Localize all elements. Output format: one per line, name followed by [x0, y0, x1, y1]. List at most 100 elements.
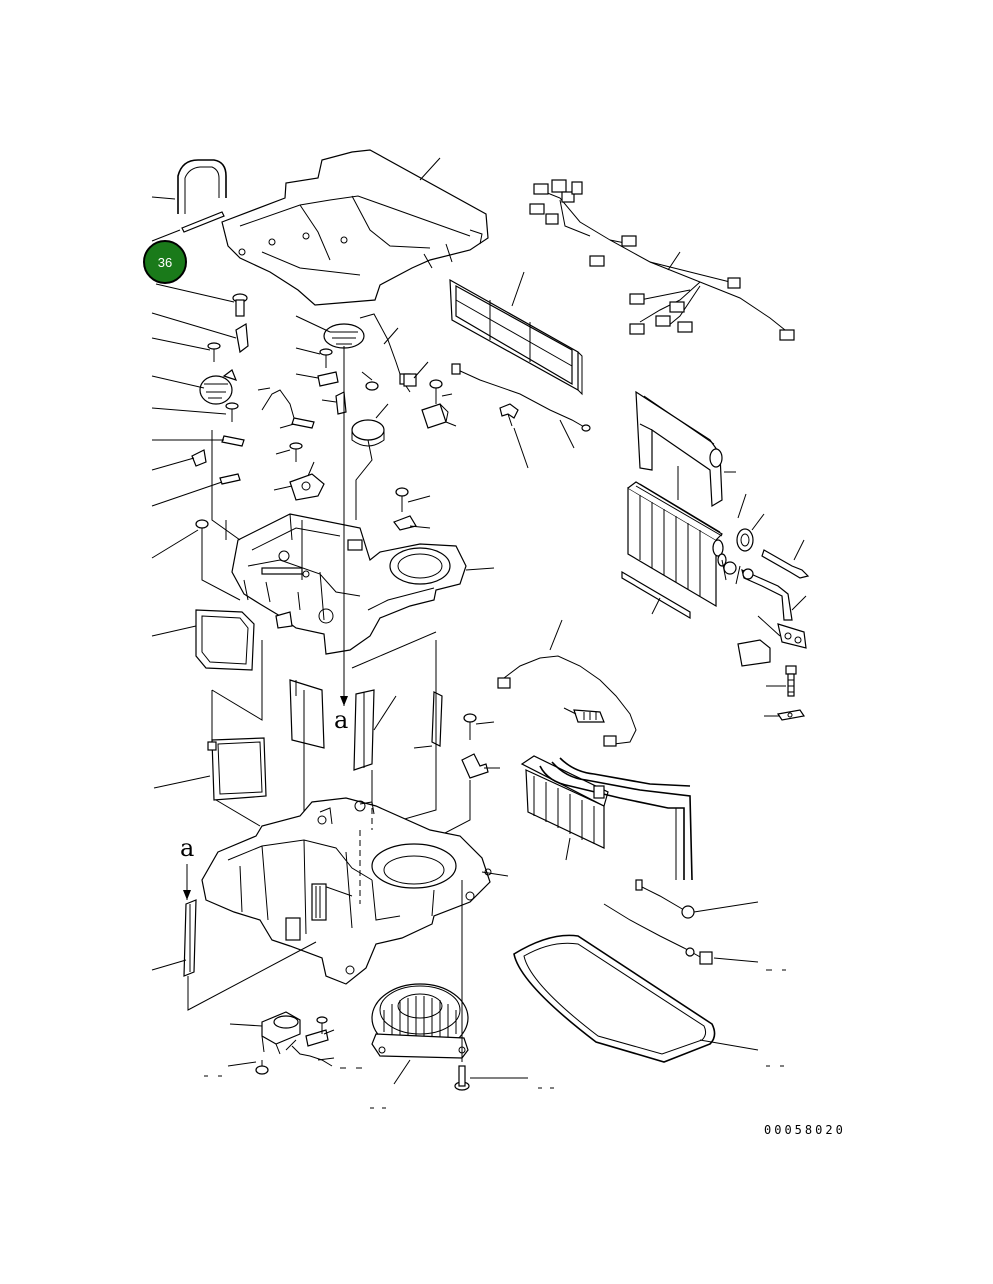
leader-line — [793, 539, 805, 561]
clip-2 — [219, 473, 241, 485]
leader-line — [721, 559, 727, 581]
leader-line — [713, 957, 759, 963]
callout-badge-circle — [143, 240, 187, 284]
leader-line — [151, 407, 227, 415]
sensor-cable — [451, 363, 591, 432]
leader-line — [513, 427, 529, 469]
leader-line — [549, 619, 563, 651]
leader-line — [651, 597, 661, 615]
leader-line — [511, 271, 525, 307]
leader-line — [227, 1061, 257, 1067]
leader-line — [151, 625, 197, 637]
leader-line — [373, 695, 397, 731]
leader-line — [565, 837, 571, 861]
leader-line — [151, 481, 223, 507]
leader-line — [275, 449, 291, 455]
servo-motor-mid — [289, 473, 325, 501]
drawing-code: 00058020 — [764, 1123, 846, 1137]
leader-line — [445, 421, 457, 427]
leader-line — [323, 1029, 335, 1035]
leader-line — [321, 399, 337, 403]
leader-line — [475, 721, 495, 725]
connector-1 — [403, 373, 417, 387]
screw-1 — [232, 293, 248, 317]
harness-lower — [285, 1039, 333, 1067]
evaporator-frame — [635, 390, 723, 508]
link-rod — [221, 435, 245, 447]
leader-line — [155, 283, 235, 303]
callout-badge-36[interactable]: 36 — [143, 240, 187, 284]
wire-clip — [261, 389, 315, 429]
rivet-6 — [289, 442, 303, 462]
leader-line — [393, 1059, 411, 1085]
u-bracket — [177, 159, 227, 233]
leader-line — [735, 565, 741, 585]
actuator-disc-left — [199, 369, 238, 405]
callout-badge-label: 36 — [158, 255, 172, 270]
reference-letter-a-top: a — [334, 706, 348, 734]
assembly-line — [187, 941, 317, 1011]
upper-case-cover — [221, 149, 489, 306]
bracket-mid — [461, 753, 489, 779]
leader-line — [413, 745, 433, 749]
rivet-5 — [429, 379, 443, 404]
leader-line — [279, 423, 295, 429]
leader-line — [757, 615, 781, 637]
leader-line — [295, 315, 331, 333]
leader-line — [151, 229, 181, 242]
upper-housing — [231, 513, 467, 655]
leader-line — [151, 529, 199, 559]
leader-line — [153, 775, 211, 789]
door-seal — [195, 609, 255, 671]
rivet-2 — [225, 402, 239, 422]
gasket — [513, 934, 716, 1063]
leader-line — [361, 371, 373, 381]
wiring-harness — [529, 179, 795, 341]
rivet-3 — [195, 519, 241, 601]
leader-line — [693, 901, 759, 913]
leader-line — [375, 403, 389, 419]
leader-line — [295, 373, 319, 379]
leader-line — [151, 337, 211, 351]
damper-door-3 — [431, 691, 443, 747]
damper-door-lower — [183, 899, 197, 977]
sensor-cable-lower — [603, 903, 713, 965]
servo-motor-upper — [351, 419, 385, 520]
leader-line — [151, 196, 176, 200]
rivet-1 — [207, 342, 221, 362]
leader-line — [563, 707, 577, 715]
bolt-right — [785, 665, 797, 697]
lever-1 — [235, 322, 249, 354]
leader-line — [699, 1039, 759, 1051]
leader-line — [273, 485, 293, 491]
leader-line — [317, 1057, 335, 1061]
actuator-box — [421, 403, 449, 429]
damper-door-1 — [289, 679, 325, 749]
damper-door-2 — [353, 689, 375, 771]
leader-line — [441, 393, 453, 397]
bolt-lower-right — [454, 1065, 470, 1091]
leader-line — [295, 347, 321, 355]
leader-line — [151, 959, 187, 971]
thermistor-lower — [635, 879, 695, 919]
reference-letter-a-bottom: a — [180, 834, 194, 862]
sealing-strip — [621, 570, 691, 620]
reference-arrow-head-top — [340, 696, 348, 706]
servo-motor-lower — [261, 1011, 301, 1055]
leader-line — [737, 493, 747, 519]
rivet-4 — [319, 348, 333, 368]
grommet-1 — [365, 381, 379, 391]
leader-line — [481, 871, 509, 877]
control-cable — [359, 313, 411, 393]
leader-line — [667, 251, 681, 271]
leader-line — [413, 361, 429, 379]
air-filter — [449, 278, 583, 396]
evaporator-core — [627, 481, 727, 608]
leader-line — [151, 375, 205, 389]
heater-core — [520, 755, 693, 881]
clip-plate-right — [776, 709, 806, 721]
lower-housing — [201, 797, 492, 985]
expansion-valve-parts — [723, 528, 810, 621]
leader-line — [151, 312, 237, 339]
